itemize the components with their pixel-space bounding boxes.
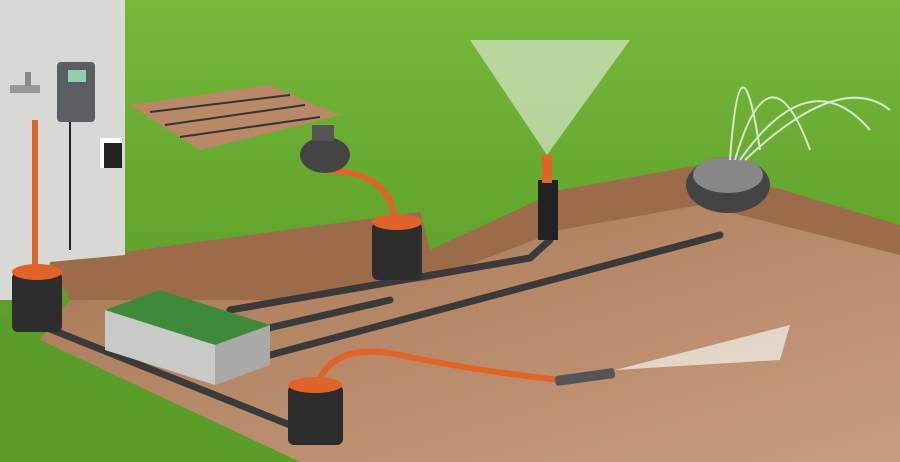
trench-wall (50, 165, 900, 300)
controller-icon[interactable] (57, 62, 95, 250)
popup-sprinkler-icon[interactable] (470, 40, 630, 240)
water-socket-icon[interactable] (288, 377, 343, 445)
hose-nozzle-icon[interactable] (554, 325, 790, 386)
water-socket-icon[interactable] (372, 214, 422, 280)
oscillating-sprinkler-icon[interactable] (686, 86, 891, 213)
pump-icon[interactable] (300, 125, 350, 173)
faucet-icon[interactable] (10, 72, 40, 93)
lawn-front (0, 315, 300, 462)
distribution-box-icon[interactable] (105, 290, 270, 385)
trench-floor (40, 205, 900, 462)
drip-bed-icon (130, 85, 340, 150)
plug-icon[interactable] (100, 138, 122, 168)
drip-lines (149, 94, 321, 138)
water-socket-icon[interactable] (12, 264, 62, 332)
pipes (36, 231, 724, 429)
